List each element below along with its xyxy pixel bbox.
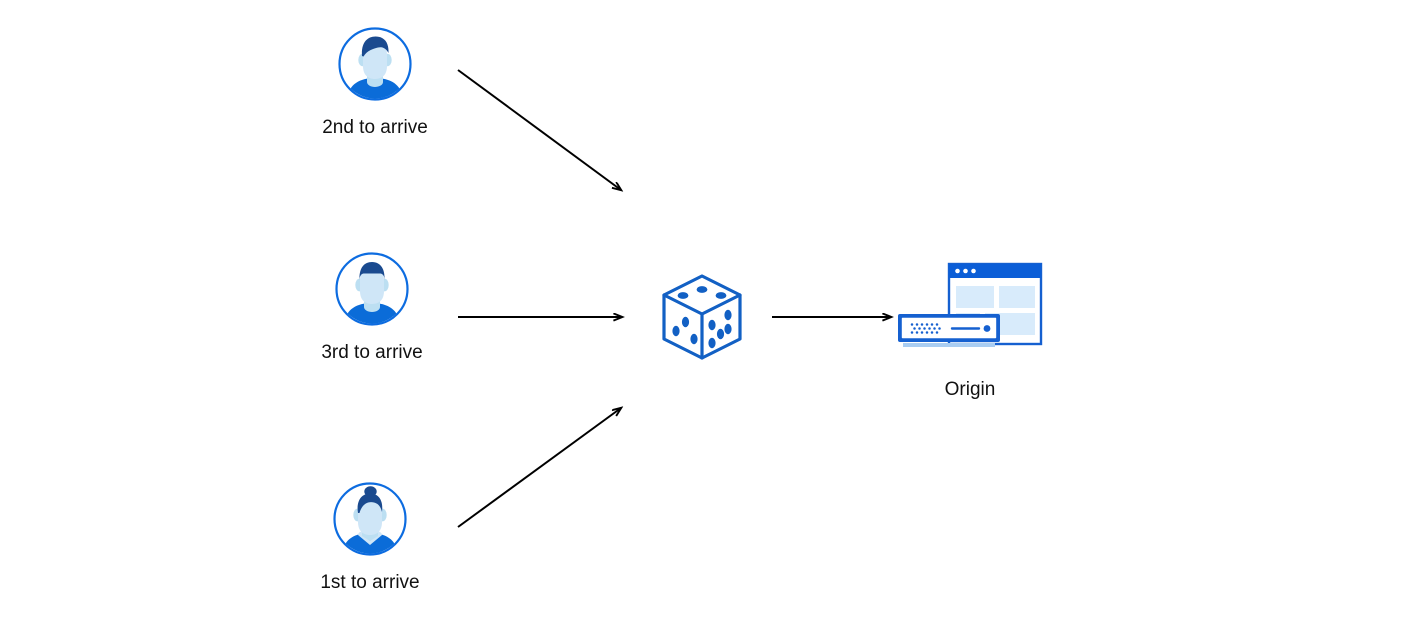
user-avatar-icon <box>333 482 407 556</box>
dice-node[interactable] <box>652 267 752 367</box>
user-avatar-icon <box>338 27 412 101</box>
dice-icon <box>662 274 742 360</box>
origin-label: Origin <box>944 379 996 400</box>
client-label-2nd: 2nd to arrive <box>322 117 428 138</box>
arrow-1st-to-dice <box>457 408 621 528</box>
client-node-3rd[interactable]: 3rd to arrive <box>292 251 452 365</box>
client-label-3rd: 3rd to arrive <box>321 342 423 363</box>
origin-server-icon <box>898 262 1043 347</box>
client-node-1st[interactable]: 1st to arrive <box>290 481 450 595</box>
client-node-2nd[interactable]: 2nd to arrive <box>295 26 455 140</box>
client-label-1st: 1st to arrive <box>320 572 420 593</box>
user-avatar-icon <box>335 252 409 326</box>
origin-node[interactable]: Origin <box>875 258 1065 402</box>
arrow-2nd-to-dice <box>457 69 621 190</box>
